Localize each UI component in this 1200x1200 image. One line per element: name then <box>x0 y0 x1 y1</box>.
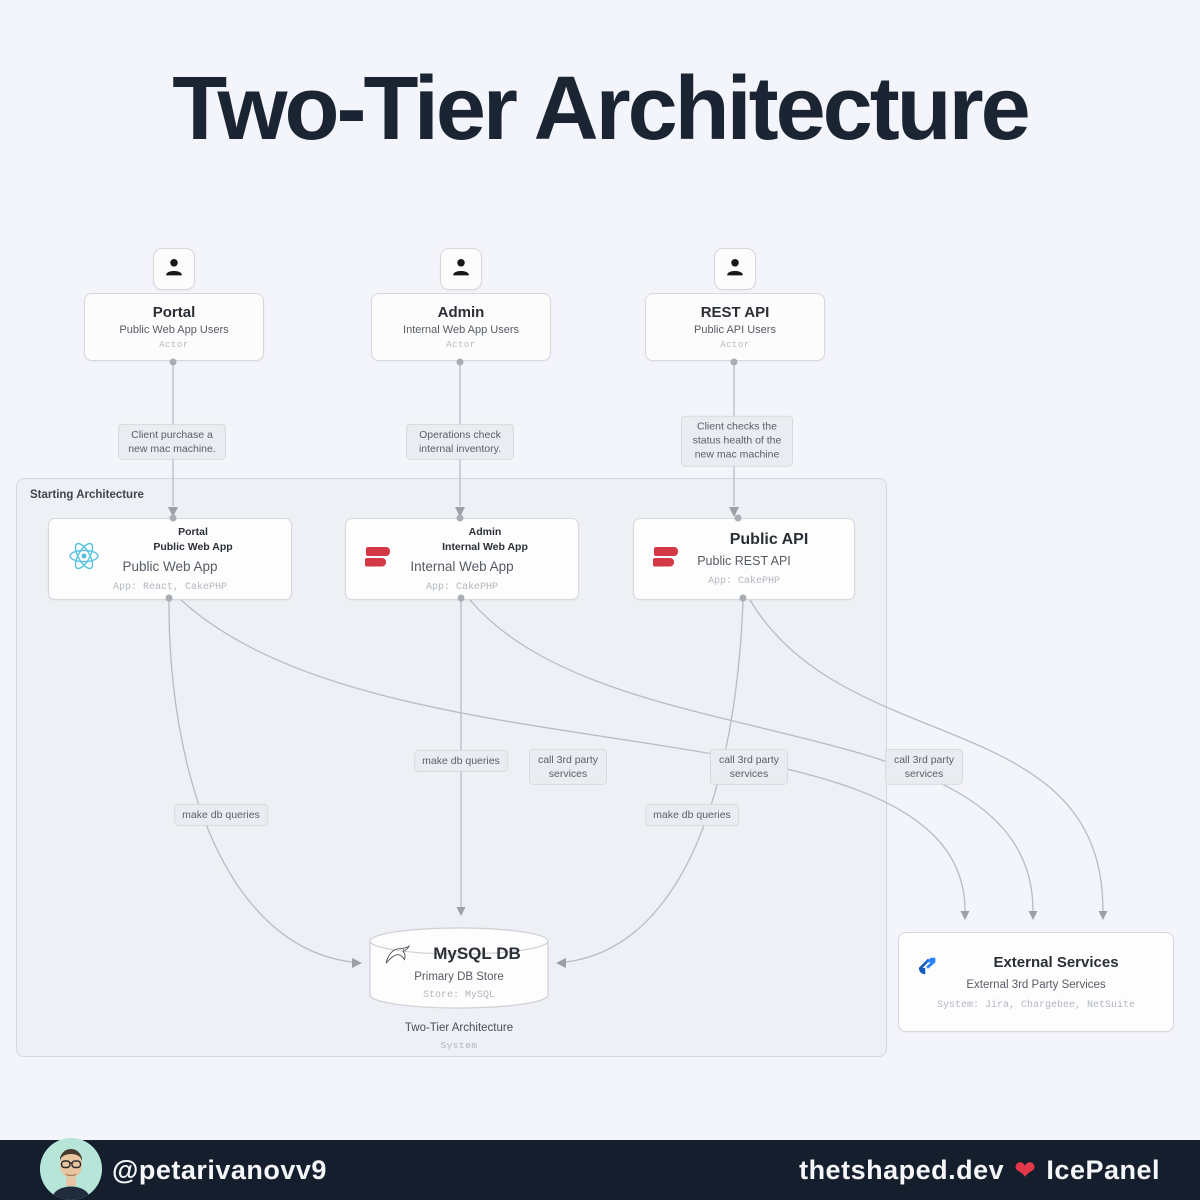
restapi-actor-icon-tile <box>714 248 756 290</box>
edge-arrowheads <box>168 507 1108 968</box>
app-tech: App: CakePHP <box>425 581 498 593</box>
edge-label-admin: Operations check internal inventory. <box>406 423 514 461</box>
edge-portal-ext <box>180 599 966 912</box>
db-node-mysql: MySQL DB Primary DB Store Store: MySQL <box>370 944 548 1001</box>
actor-type: Actor <box>446 340 476 350</box>
actor-subtitle: Public API Users <box>694 324 776 336</box>
db-title: MySQL DB <box>433 944 521 963</box>
starting-architecture-label: Starting Architecture <box>30 489 144 501</box>
connection-dot <box>734 514 742 522</box>
actor-name: Portal <box>152 304 196 321</box>
cakephp-icon <box>653 545 681 574</box>
connection-dot <box>456 358 464 366</box>
jira-icon <box>917 955 939 982</box>
actor-type: Actor <box>720 340 750 350</box>
actor-name: Admin <box>437 304 485 321</box>
edge-portal-db <box>168 599 353 963</box>
db-subtitle: Primary DB Store <box>414 971 504 983</box>
connection-dot <box>457 594 465 602</box>
app-node-public-api: Public API Public REST API App: CakePHP <box>633 518 855 600</box>
connection-dot <box>730 358 738 366</box>
edge-admin-ext <box>469 599 1034 912</box>
external-services-tech: System: Jira, Chargebee, NetSuite <box>936 999 1136 1011</box>
app-subtitle: Public REST API <box>697 554 791 568</box>
connection-dot <box>165 594 173 602</box>
heart-icon: ❤ <box>1014 1155 1037 1185</box>
footer-credits: thetshaped.dev ❤ IcePanel <box>799 1155 1160 1186</box>
footer-site: thetshaped.dev <box>799 1154 1005 1185</box>
actor-node-admin: Admin Internal Web App Users Actor <box>371 293 551 361</box>
edge-label-api-db: make db queries <box>645 803 739 827</box>
person-icon <box>163 256 185 283</box>
connection-dot <box>739 594 747 602</box>
app-tech: App: CakePHP <box>707 576 780 587</box>
footer-handle: @petarivanovv9 <box>112 1154 327 1185</box>
app-subtitle: Internal Web App <box>410 558 514 574</box>
mysql-dolphin-icon <box>384 944 412 971</box>
system-caption-title: Two-Tier Architecture <box>404 1022 514 1034</box>
connection-dot <box>169 358 177 366</box>
connection-dot <box>169 514 177 522</box>
edge-label-admin-ext: call 3rd party services <box>710 748 788 786</box>
edge-label-api-ext: call 3rd party services <box>885 748 963 786</box>
system-caption: Two-Tier Architecture System <box>370 1022 548 1051</box>
edge-api-ext <box>749 599 1104 912</box>
footer-brand: IcePanel <box>1046 1154 1160 1185</box>
app-title: Public API <box>729 531 809 548</box>
actor-node-restapi: REST API Public API Users Actor <box>645 293 825 361</box>
app-subtitle: Public Web App <box>122 558 218 574</box>
external-services-subtitle: External 3rd Party Services <box>966 978 1106 991</box>
actor-subtitle: Public Web App Users <box>119 324 229 336</box>
actor-name: REST API <box>700 304 770 321</box>
system-caption-type: System <box>440 1040 478 1051</box>
edge-label-portal: Client purchase a new mac machine. <box>118 423 226 461</box>
app-tech: App: React, CakePHP <box>112 581 228 593</box>
avatar <box>40 1138 102 1200</box>
cakephp-icon <box>365 545 393 574</box>
actor-node-portal: Portal Public Web App Users Actor <box>84 293 264 361</box>
db-tech: Store: MySQL <box>422 990 495 1001</box>
edge-label-portal-db: make db queries <box>174 803 268 827</box>
page-title: Two-Tier Architecture <box>172 59 1031 159</box>
edge-label-admin-db: make db queries <box>414 749 508 773</box>
connection-dot <box>456 514 464 522</box>
actor-subtitle: Internal Web App Users <box>403 324 519 336</box>
edge-label-portal-ext: call 3rd party services <box>529 748 607 786</box>
actor-type: Actor <box>159 340 189 350</box>
react-icon <box>68 541 100 576</box>
person-icon <box>450 256 472 283</box>
edge-api-db <box>565 599 744 963</box>
person-icon <box>724 256 746 283</box>
footer-bar: @petarivanovv9 thetshaped.dev ❤ IcePanel <box>0 1138 1200 1200</box>
mysql-cylinder <box>369 927 549 1009</box>
edge-label-restapi: Client checks the status health of the n… <box>681 415 793 467</box>
portal-actor-icon-tile <box>153 248 195 290</box>
admin-actor-icon-tile <box>440 248 482 290</box>
external-services-title: External Services <box>993 953 1119 971</box>
external-services-node: External Services External 3rd Party Ser… <box>898 932 1174 1032</box>
